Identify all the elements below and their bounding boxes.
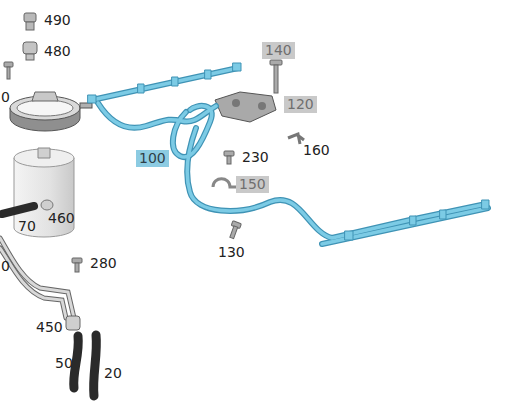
callout-number: 490 — [44, 12, 71, 28]
callout-number: 140 — [265, 42, 292, 59]
callout-number: 50 — [55, 355, 73, 371]
callout-number: 480 — [44, 43, 71, 59]
callout-number: 160 — [303, 142, 330, 158]
screw — [4, 62, 13, 79]
callout-number: 230 — [242, 149, 269, 165]
callout-box: 100 — [136, 150, 169, 167]
screw — [270, 60, 282, 93]
callout-number: 100 — [139, 150, 166, 167]
callout-box: 120 — [284, 96, 317, 113]
fitting-490 — [24, 13, 36, 30]
fitting-480 — [23, 42, 37, 60]
clip-150 — [213, 179, 236, 187]
screw — [72, 258, 82, 272]
bracket-120 — [215, 92, 276, 122]
callout-number: 0 — [1, 89, 10, 105]
callout-number: 70 — [18, 218, 36, 234]
callout-number: 130 — [218, 244, 245, 260]
callout-number: 460 — [48, 210, 75, 226]
metal-lines — [0, 238, 74, 318]
fuel-lines — [88, 63, 489, 244]
callout-number: 20 — [104, 365, 122, 381]
fitting-450 — [66, 316, 80, 330]
callout-number: 280 — [90, 255, 117, 271]
callout-number: 150 — [239, 176, 266, 193]
callout-number: 0 — [1, 258, 10, 274]
hoses — [74, 335, 97, 396]
callout-number: 450 — [36, 319, 63, 335]
clip-160 — [288, 134, 304, 144]
hose — [2, 206, 34, 214]
callout-number: 120 — [287, 96, 314, 113]
callout-box: 150 — [236, 176, 269, 193]
bracket-ring — [10, 92, 92, 131]
screw — [230, 221, 242, 239]
callout-box: 140 — [262, 42, 295, 59]
screw — [224, 151, 234, 164]
filter-canister — [14, 148, 74, 237]
